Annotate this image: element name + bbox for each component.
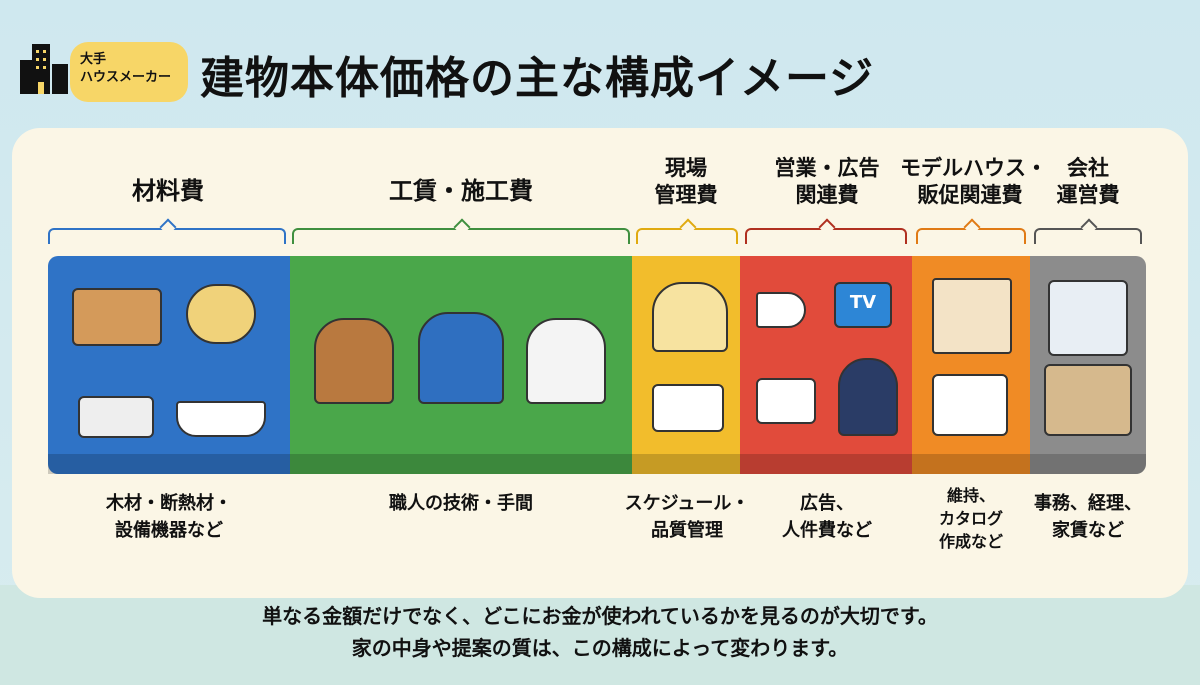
desc-labor: 職人の技術・手間 [389, 493, 533, 514]
chart-board-icon [652, 384, 724, 432]
message-line2: 家の中身や提案の質は、この構成によって変わります。 [351, 636, 849, 660]
painter-icon [526, 318, 606, 404]
brace-model [916, 228, 1026, 244]
web-ad-icon [756, 378, 816, 424]
header-company-operation: 会社 運営費 [1056, 156, 1120, 207]
office-desk-icon [1044, 364, 1132, 436]
office-building-icon [1048, 280, 1128, 356]
segment-model-house [912, 256, 1030, 474]
header-labor: 工賃・施工費 [389, 177, 533, 205]
salesperson-icon [838, 358, 898, 436]
bathtub-icon [176, 401, 266, 437]
header-model-house: モデルハウス・ 販促関連費 [900, 156, 1047, 207]
header-materials: 材料費 [132, 177, 204, 205]
segment-materials [48, 256, 290, 474]
page-title: 建物本体価格の主な構成イメージ [200, 53, 875, 104]
model-house-icon [932, 278, 1012, 354]
desc-sales: 広告、 人件費など [782, 493, 872, 541]
brace-labor [292, 228, 630, 244]
desc-model: 維持、 カタログ 作成など [938, 486, 1003, 551]
badge-line2: ハウスメーカー [80, 70, 172, 85]
header-site-management: 現場 管理費 [654, 156, 718, 207]
brace-materials [48, 228, 286, 244]
brace-sales [745, 228, 907, 244]
message-line1: 単なる金額だけでなく、どこにお金が使われているかを見るのが大切です。 [262, 604, 938, 628]
megaphone-icon [756, 292, 806, 328]
tv-icon: TV [834, 282, 892, 328]
badge-line1: 大手 [80, 52, 107, 67]
building-logo-icon [20, 44, 68, 94]
desc-company: 事務、経理、 家賃など [1034, 493, 1142, 541]
brace-site [636, 228, 738, 244]
catalog-icon [932, 374, 1008, 436]
maker-badge: 大手 ハウスメーカー [70, 42, 188, 102]
segment-site-management [632, 256, 742, 474]
segment-labor [290, 256, 632, 474]
summary-message: 単なる金額だけでなく、どこにお金が使われているかを見るのが大切です。 家の中身や… [0, 600, 1200, 664]
kitchen-icon [78, 396, 154, 438]
brace-company [1034, 228, 1142, 244]
header-sales-ad: 営業・広告 関連費 [774, 156, 880, 207]
carpenter-icon [314, 318, 394, 404]
bottom-band [0, 585, 1200, 685]
segment-sales-ad: TV [740, 256, 912, 474]
desc-site: スケジュール・ 品質管理 [624, 493, 750, 541]
segment-company-operation [1030, 256, 1146, 474]
insulation-roll-icon [186, 284, 256, 344]
desc-materials: 木材・断熱材・ 設備機器など [106, 493, 232, 541]
lumber-icon [72, 288, 162, 346]
plumber-icon [418, 312, 504, 404]
site-manager-icon [652, 282, 728, 352]
